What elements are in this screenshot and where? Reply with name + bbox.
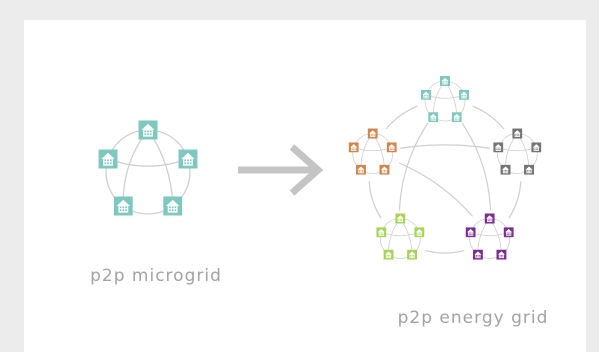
house-icon [348, 142, 359, 153]
house-icon [178, 149, 198, 169]
house-icon [379, 164, 390, 175]
diagram-canvas [98, 73, 546, 267]
house-icon [163, 196, 183, 216]
house-icon [376, 227, 387, 238]
house-icon [493, 142, 504, 153]
cross-link [147, 129, 174, 206]
house-icon [512, 128, 523, 139]
house-icon [496, 249, 507, 260]
house-icon [414, 227, 425, 238]
diagram-panel: p2p microgrid p2p energy grid [24, 20, 586, 352]
cluster-bottom-right [465, 213, 514, 260]
house-icon [428, 112, 439, 123]
microgrid-diagram [98, 120, 198, 216]
house-icon [500, 164, 511, 175]
house-icon [484, 213, 495, 224]
house-icon [465, 227, 476, 238]
house-icon [113, 196, 133, 216]
house-icon [383, 249, 394, 260]
cluster-right [493, 128, 542, 175]
cluster-left [348, 128, 397, 175]
house-icon [440, 76, 450, 86]
cross-link [107, 158, 189, 167]
energy-grid-diagram [344, 73, 546, 267]
microgrid-caption: p2p microgrid [90, 266, 222, 286]
house-icon [451, 112, 462, 123]
house-icon [407, 249, 418, 260]
house-icon [420, 89, 431, 100]
house-icon [138, 120, 158, 140]
house-icon [395, 213, 406, 224]
house-icon [459, 89, 470, 100]
house-icon [472, 249, 483, 260]
cross-link [122, 129, 149, 206]
energy-grid-caption: p2p energy grid [397, 308, 549, 328]
microgrid-cluster [98, 120, 198, 216]
house-icon [524, 164, 535, 175]
house-icon [98, 149, 118, 169]
house-icon [367, 128, 378, 139]
house-icon [386, 142, 397, 153]
arrow-right-icon [238, 144, 324, 196]
house-icon [503, 227, 514, 238]
house-icon [531, 142, 542, 153]
cluster-top [420, 76, 470, 123]
house-icon [355, 164, 366, 175]
cluster-bottom-left [376, 213, 425, 260]
